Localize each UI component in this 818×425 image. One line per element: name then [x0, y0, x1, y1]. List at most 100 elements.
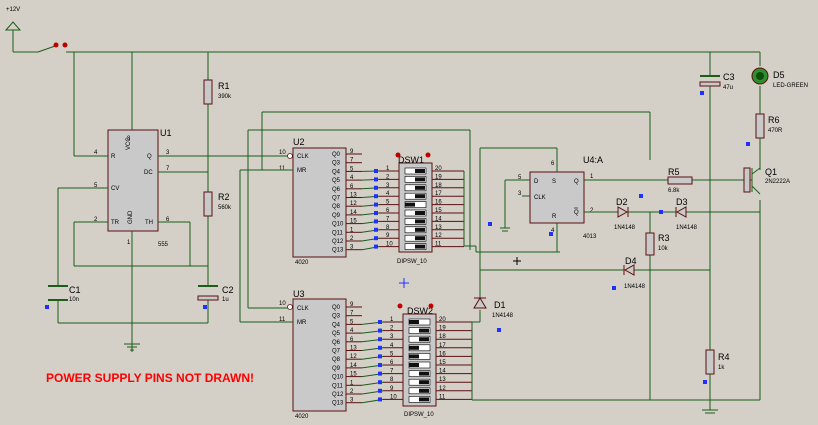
u4a-4013-flipflop[interactable]: U4:A 4013 D S Q CLK R Q 5 6 1 3 4 2	[518, 155, 603, 240]
u2-output-name: Q9	[332, 213, 341, 219]
dsw1-left-pin: 3	[386, 183, 390, 189]
dsw2-left-pin: 7	[390, 369, 394, 375]
u4-pnum-d: 5	[518, 175, 522, 181]
dsw1-left-pin: 10	[386, 242, 393, 248]
u2-mr-pin: 11	[279, 166, 286, 172]
u1-pin-q: Q	[147, 154, 152, 160]
d5-ref: D5	[773, 70, 785, 80]
r6-resistor[interactable]: R6 470R	[755, 113, 783, 139]
r5-resistor[interactable]: R5 6.8k	[667, 167, 693, 194]
u1-pnum-gnd: 1	[127, 240, 131, 246]
u2-output-pin: 14	[350, 210, 357, 216]
u2-output-name: Q6	[332, 187, 341, 193]
u3-output-name: Q12	[332, 392, 344, 398]
dsw2-switch-knob	[409, 354, 419, 359]
r2-ref: R2	[218, 192, 230, 202]
origin-marker-icon	[513, 257, 521, 265]
u3-mr-pin: 11	[279, 317, 286, 323]
power-supply-terminal[interactable]: +12V	[4, 7, 22, 52]
u3-output-name: Q8	[332, 357, 341, 363]
u1-pin-th: TH	[145, 220, 153, 226]
u2-output-pin: 12	[350, 201, 357, 207]
dsw2-right-pin: 15	[439, 360, 446, 366]
dsw2-switch-knob	[409, 363, 419, 367]
u1-pnum-dc: 7	[166, 166, 170, 172]
dsw1-left-pin: 2	[386, 174, 390, 180]
dsw1-left-pin: 4	[386, 191, 390, 197]
u3-output-pin: 6	[350, 337, 354, 343]
c3-value: 47u	[723, 85, 733, 91]
q1-ref: Q1	[765, 167, 777, 177]
dsw1-right-pin: 11	[435, 242, 442, 248]
dsw1-pin-marker	[374, 219, 378, 224]
d4-diode[interactable]: D4 1N4148	[623, 256, 646, 290]
dsw1-right-pin: 19	[435, 174, 442, 180]
c3-capacitor[interactable]: C3 47u	[699, 72, 735, 91]
dsw2-left-pin: 2	[390, 326, 394, 332]
counter-wiring	[239, 111, 650, 323]
d3-value: 1N4148	[676, 225, 698, 231]
supply-label: +12V	[6, 7, 20, 13]
r2-resistor[interactable]: R2 560k	[203, 191, 232, 217]
dsw2-left-pin: 6	[390, 360, 394, 366]
dsw2-left-pin: 8	[390, 377, 394, 383]
u1-pnum-cv: 5	[94, 183, 98, 189]
dsw1-left-pin: 1	[386, 166, 390, 172]
dsw2-right-pin: 19	[439, 326, 446, 332]
u1-pin-dc: DC	[144, 170, 153, 176]
u1-555-timer[interactable]: U1 555 R Q DC CV TR TH VCC GND 4 3 7 5 2…	[94, 128, 172, 248]
dsw1-pin-marker	[374, 177, 378, 182]
u3-output-pin: 5	[350, 319, 354, 325]
u3-output-pin: 4	[350, 328, 354, 334]
d2-diode[interactable]: D2 1N4148	[614, 197, 636, 231]
dsw1-ref: DSW1	[398, 155, 424, 165]
u3-output-pin: 14	[350, 363, 357, 369]
u2-output-name: Q4	[332, 169, 341, 175]
r1-resistor[interactable]: R1 390k	[203, 79, 232, 105]
dsw2-right-pin: 11	[439, 394, 446, 400]
dsw2-right-pin: 20	[439, 317, 446, 323]
u3-output-pin: 3	[350, 398, 354, 404]
dsw2-switch-knob	[419, 388, 429, 393]
dsw2-value: DIPSW_10	[404, 412, 434, 418]
d1-diode[interactable]: D1 1N4148	[473, 297, 514, 319]
c1-capacitor[interactable]: C1 10n	[45, 285, 81, 309]
dsw1-pin-marker	[374, 244, 378, 249]
u4-pin-clk: CLK	[534, 195, 546, 201]
d5-led-green[interactable]: D5 LED-GREEN	[751, 67, 808, 89]
dsw1-switch-knob	[415, 194, 425, 199]
dsw1-right-pin: 12	[435, 233, 442, 239]
r3-resistor[interactable]: R3 10k	[645, 232, 670, 256]
power-switch[interactable]	[13, 42, 760, 53]
dsw2-right-pin: 12	[439, 386, 446, 392]
d4-value: 1N4148	[624, 284, 646, 290]
dsw2-left-pin: 10	[390, 394, 397, 400]
u4-value: 4013	[583, 234, 597, 240]
u4-pnum-s: 6	[551, 161, 555, 167]
pin-markers	[488, 91, 750, 384]
d3-ref: D3	[676, 197, 688, 207]
d3-diode[interactable]: D3 1N4148	[675, 197, 698, 231]
dsw2-right-pin: 14	[439, 369, 446, 375]
dsw1-left-pin: 8	[386, 225, 390, 231]
q1-transistor[interactable]: Q1 2N2222A	[743, 167, 790, 193]
u1-pin-vcc: VCC	[126, 137, 132, 150]
c2-capacitor[interactable]: C2 1u	[197, 285, 234, 309]
dsw1-pin-marker	[374, 185, 378, 190]
dsw1-right-pin: 18	[435, 183, 442, 189]
u1-pnum-th: 6	[166, 217, 170, 223]
dsw1-left-pin: 9	[386, 233, 390, 239]
dsw2-switch-knob	[419, 337, 429, 342]
u2-output-pin: 1	[350, 227, 354, 233]
u2-output-pin: 5	[350, 166, 354, 172]
r4-resistor[interactable]: R4 1k	[705, 349, 730, 375]
u2-ref: U2	[293, 137, 305, 147]
u2-clk-label: CLK	[297, 154, 309, 160]
u1-pnum-vcc: 8	[127, 136, 131, 142]
u4-pnum-clk: 3	[518, 191, 522, 197]
